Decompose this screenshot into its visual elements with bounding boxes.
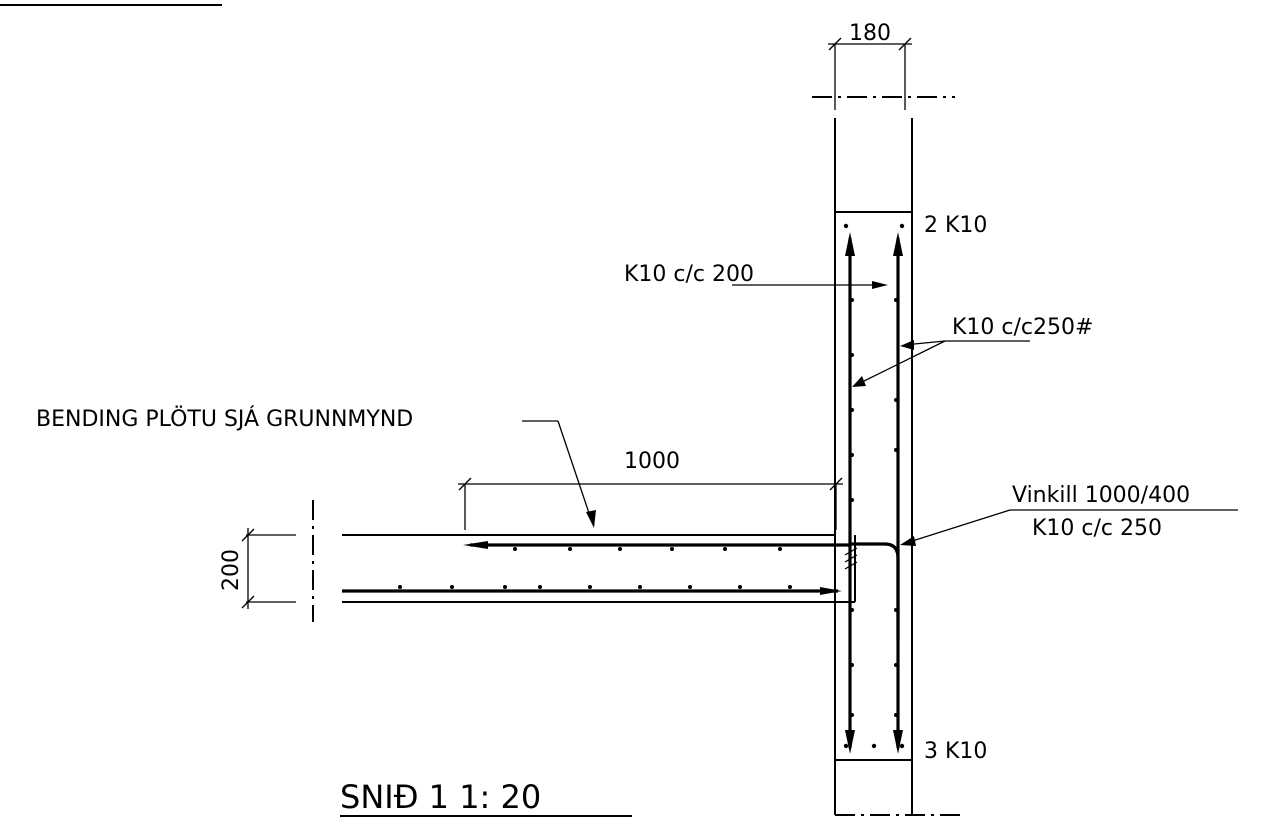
angle-bar-callout: Vinkill 1000/400 K10 c/c 250: [900, 483, 1238, 546]
wall-bars-label: K10 c/c 200: [624, 262, 754, 287]
top-bars-label: 2 K10: [924, 213, 987, 238]
anchorage-length-dimension: 1000: [458, 449, 843, 530]
angle-label-line2: K10 c/c 250: [1032, 516, 1162, 541]
anchorage-length-label: 1000: [624, 449, 680, 474]
mesh-callout: K10 c/c250#: [852, 315, 1093, 387]
wall-outline: [834, 118, 913, 815]
slab-thickness-label: 200: [219, 549, 244, 591]
mesh-label: K10 c/c250#: [952, 315, 1093, 340]
angle-label-line1: Vinkill 1000/400: [1012, 483, 1190, 508]
slab-bending-callout: BENDING PLÖTU SJÁ GRUNNMYND: [36, 406, 596, 528]
wall-bars-callout: K10 c/c 200: [624, 262, 888, 289]
slab-reinforcement: [342, 541, 858, 595]
section-title-text: SNIÐ 1 1: 20: [340, 778, 541, 816]
wall-reinforcement: [843, 223, 905, 754]
slab-bending-label: BENDING PLÖTU SJÁ GRUNNMYND: [36, 406, 413, 432]
section-title: SNIÐ 1 1: 20: [340, 778, 632, 817]
bottom-bars-label: 3 K10: [924, 739, 987, 764]
wall-width-dimension: 180: [828, 21, 912, 110]
angle-bar: [850, 542, 900, 640]
wall-width-label: 180: [849, 21, 891, 46]
slab-outline: [342, 534, 856, 603]
slab-thickness-dimension: 200: [219, 528, 296, 609]
